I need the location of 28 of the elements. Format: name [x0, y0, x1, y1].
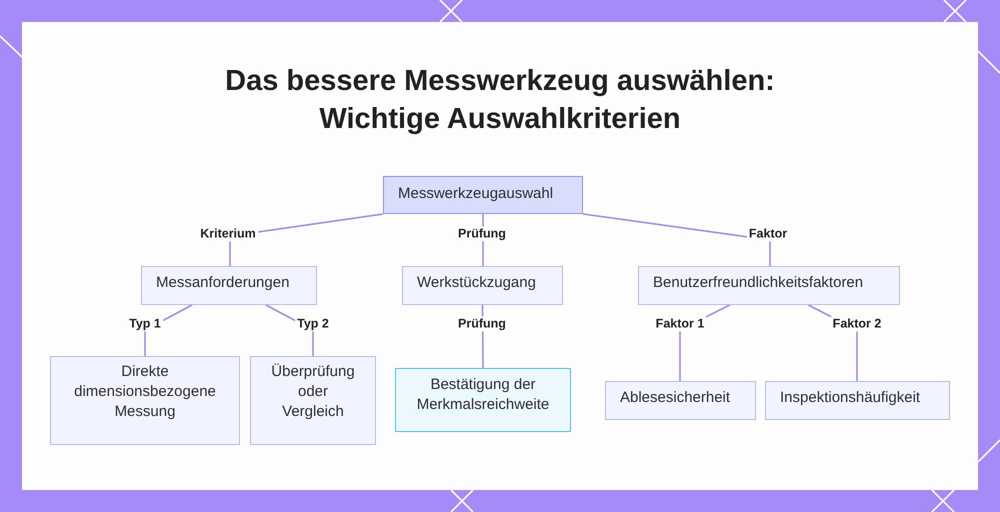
node-label: Benutzerfreundlichkeitsfaktoren — [653, 273, 864, 293]
title: Das bessere Messwerkzeug auswählen: Wichtige Auswahlkriterien — [224, 64, 776, 137]
node-label: Überprüfung oder Vergleich — [270, 362, 356, 422]
edge-label: Typ 2 — [295, 316, 331, 332]
node-label: Bestätigung der Merkmalsreichweite — [416, 375, 550, 415]
process-box — [605, 381, 756, 420]
edge-label: Prüfung — [456, 316, 508, 332]
node-label: Ablesesicherheit — [620, 388, 732, 408]
node-label: Direkte dimensionsbezogene Messung — [73, 362, 217, 422]
edge-label: Faktor 2 — [830, 316, 884, 332]
process-box — [765, 381, 950, 420]
process-box — [638, 266, 900, 305]
edge-label: Faktor 1 — [654, 316, 706, 332]
process-box — [250, 356, 376, 445]
edge-label: Faktor — [746, 226, 790, 242]
edge-label: Kriterium — [198, 226, 258, 242]
node-label: Inspektionshäufigkeit — [780, 388, 922, 408]
edge-label: Prüfung — [456, 226, 508, 242]
process-box — [141, 266, 317, 305]
process-box — [383, 176, 583, 214]
process-box — [50, 356, 240, 445]
node-label: Messwerkzeugauswahl — [398, 184, 554, 204]
node-label: Werkstückzugang — [417, 273, 537, 293]
node-label: Messanforderungen — [156, 273, 290, 293]
connector-line — [582, 213, 771, 266]
process-box — [402, 266, 563, 305]
edge-label: Typ 1 — [127, 316, 163, 332]
process-box — [395, 368, 571, 432]
